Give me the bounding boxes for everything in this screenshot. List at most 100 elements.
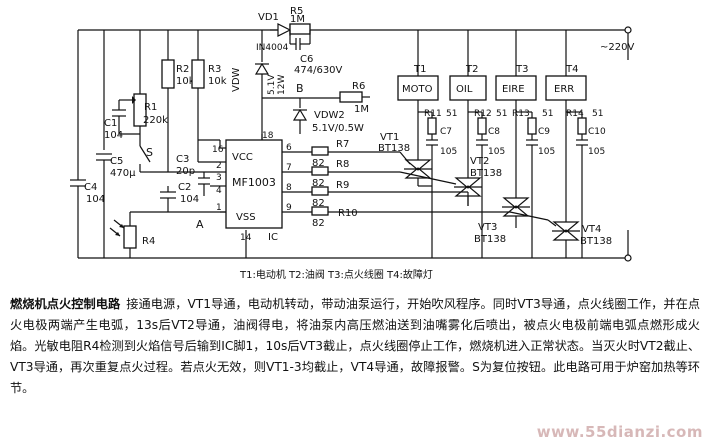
c3-capacitor: C3 20p [176,154,210,196]
reset-switch: S [139,142,153,173]
c2-value: 104 [180,194,199,205]
c1-label: C1 [104,118,117,129]
c4-label: C4 [84,182,97,193]
vd1-part-label: IN4004 [256,43,289,53]
r5-value: 1M [290,14,305,25]
r6-resistor: R6 1M B [262,81,370,115]
load-2-label: OIL [456,84,473,95]
r5-label: R5 [290,6,303,17]
supply-label: ~220V [600,42,634,53]
r13-value: 51 [542,109,553,119]
load-channel-4: ERR T4 R14 51 C10 105 [545,30,606,240]
c1-capacitor: C1 104 [104,109,140,141]
load-2-tag: T2 [465,64,478,75]
r11-label: R11 [424,109,442,119]
load-1-label: MOTO [402,84,433,95]
c7-label: C7 [440,127,452,137]
triac-vt4: VT4 BT138 [509,211,612,258]
vdw-value: 5.1V [267,74,277,95]
c8-label: C8 [488,127,500,137]
c4-capacitor: C4 104 [70,170,105,205]
load-channel-3: EIRE T3 R13 51 C9 105 [495,30,555,214]
r8-label: R8 [336,159,349,170]
triac-return-wiring [431,186,583,258]
triac-vt1: VT1 BT138 [378,132,433,187]
vt4-label: VT4 [582,224,601,235]
pin-1: 1 [216,203,222,213]
r11-value: 51 [446,109,457,119]
load-channel-2: OIL T2 R12 51 C8 105 [449,30,507,196]
pin-6: 6 [286,143,292,153]
load-4-label: ERR [554,84,574,95]
vdw-label: VDW [231,67,242,92]
vdw2-zener: VDW2 5.1V/0.5W [292,98,364,134]
r1-value: 220k [143,115,168,126]
vdw2-label: VDW2 [314,110,345,121]
r2-resistor: R2 10k [150,30,220,173]
r13-label: R13 [512,109,530,119]
schematic-legend: T1:电动机 T2:油阀 T3:点火线圈 T4:故障灯 [239,268,433,281]
top-supply-rail [77,26,632,258]
triac-vt3: VT3 BT138 [467,192,530,245]
load-1-tag: T1 [413,64,426,75]
r7-value: 82 [312,158,325,169]
c10-label: C10 [588,127,606,137]
c10-value: 105 [588,147,605,157]
schematic-diagram: ~220V VD1 IN4004 R5 1M C6 474/630V VDW 5… [70,6,634,281]
vt4-part: BT138 [580,236,612,247]
c6-label: C6 [300,54,313,65]
r7-label: R7 [336,139,349,150]
c8-value: 105 [488,147,505,157]
pin-14: 14 [240,233,252,243]
r1-label: R1 [144,102,157,113]
r14-value: 51 [592,109,603,119]
triac-vt2: VT2 BT138 [399,156,502,206]
r10-label: R10 [338,208,358,219]
load-channel-1: MOTO T1 R11 51 C7 105 [397,30,457,178]
c2-label: C2 [178,182,191,193]
ic-mf1003: MF1003 VCC VSS 16 18 2 3 4 1 6 7 8 9 14 … [198,131,292,243]
caption-body: 接通电源，VT1导通，电动机转动，带动油泵运行，开始吹风程序。同时VT3导通，点… [10,297,701,395]
r8-value: 82 [312,178,325,189]
r6-label: R6 [352,81,365,92]
ic-vss: VSS [236,212,256,223]
r3-resistor: R3 10k [191,30,227,163]
ic-pin-label: IC [268,232,278,243]
switch-label: S [146,146,153,159]
c5-label: C5 [110,156,123,167]
c2-capacitor: C2 104 [160,182,199,212]
r14-label: R14 [566,109,584,119]
c7-value: 105 [440,147,457,157]
vt3-label: VT3 [478,222,497,233]
c6-capacitor: C6 474/630V [289,30,343,76]
c9-value: 105 [538,147,555,157]
r9-value: 82 [312,198,325,209]
vt2-label: VT2 [470,156,489,167]
vdw-zener: VDW 5.1V 12W [231,30,287,140]
r4-label: R4 [142,236,155,247]
pin-16: 16 [212,145,224,155]
c6-value: 474/630V [294,65,343,76]
load-3-label: EIRE [502,84,525,95]
ground-rail [78,230,625,259]
vt1-part: BT138 [378,143,410,154]
pin-8: 8 [286,183,292,193]
gate-resistors: R7 82 R8 82 R9 82 R10 82 [282,139,510,229]
c9-label: C9 [538,127,550,137]
r4-photoresistor: R4 A [109,211,226,258]
r1-potentiometer: R1 220k [118,30,168,142]
caption: 燃烧机点火控制电路接通电源，VT1导通，电动机转动，带动油泵运行，开始吹风程序。… [10,294,700,399]
load-4-tag: T4 [565,64,578,75]
c5-value: 470μ [110,168,136,179]
watermark: www.55dianzi.com [536,423,703,441]
r2-value: 10k [176,76,195,87]
r9-label: R9 [336,180,349,191]
c5-capacitor: C5 470μ [96,30,136,258]
vd1-label: VD1 [258,12,279,23]
load-3-tag: T3 [515,64,528,75]
r3-value: 10k [208,76,227,87]
c4-value: 104 [86,194,105,205]
vt1-label: VT1 [380,132,399,143]
r12-value: 51 [496,109,507,119]
vdw2-value: 5.1V/0.5W [312,123,364,134]
